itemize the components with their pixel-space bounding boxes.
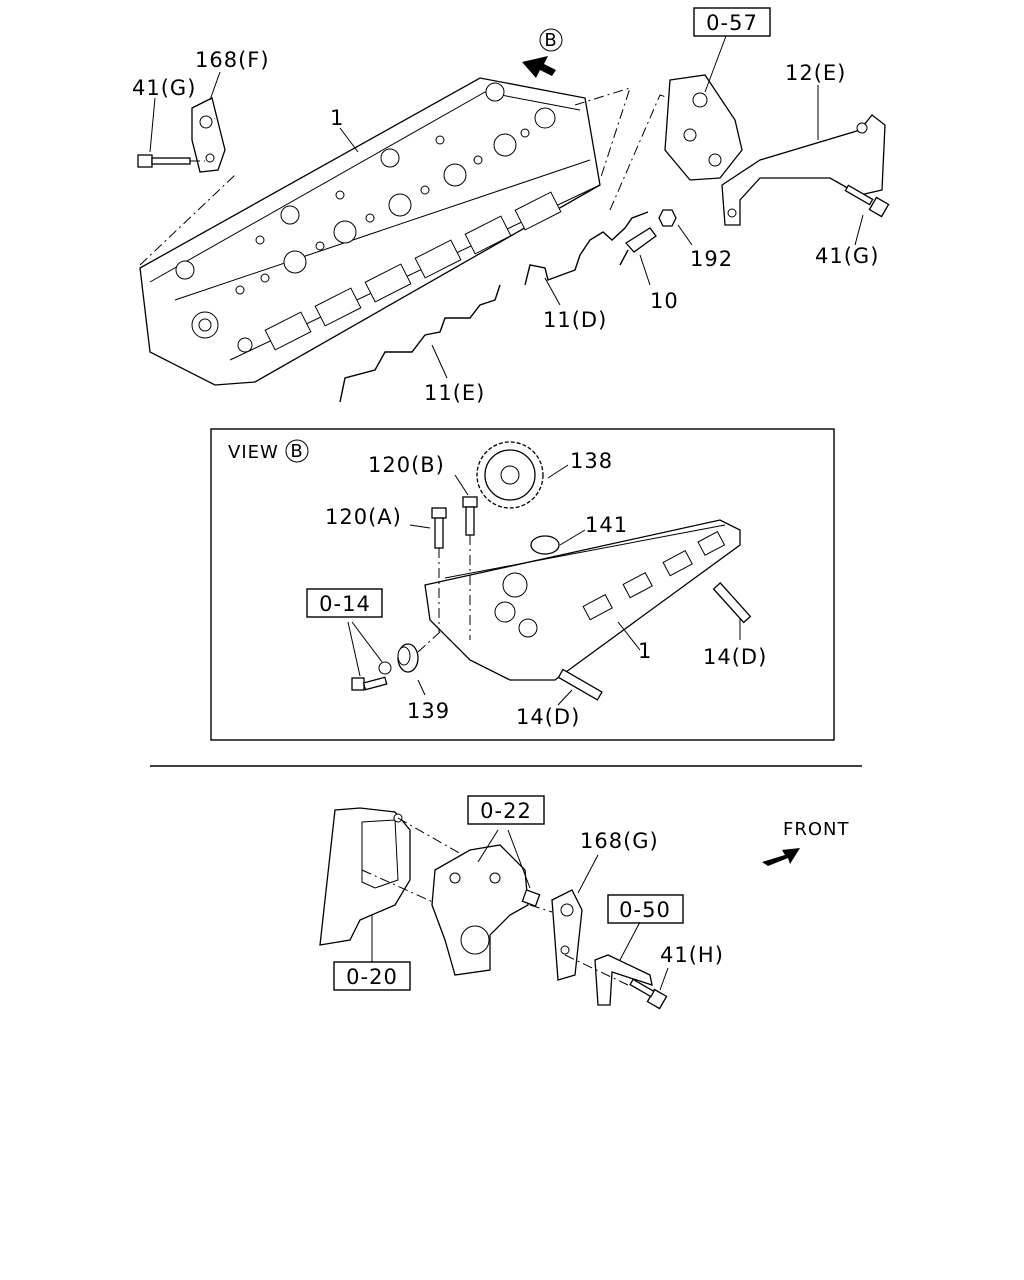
head-bolt-holes — [235, 128, 530, 295]
label-11e: 11(E) — [424, 381, 485, 405]
cam-journals — [175, 82, 556, 353]
gear-138 — [476, 441, 569, 509]
label-12e: 12(E) — [785, 61, 846, 85]
label-0-20: 0-20 — [346, 965, 398, 989]
sleeve-10 — [619, 227, 657, 286]
bolt-41h — [564, 954, 669, 1010]
ref-box-0-20 — [333, 961, 411, 991]
label-14d-bottom: 14(D) — [516, 705, 580, 729]
label-41h: 41(H) — [660, 943, 724, 967]
label-11d: 11(D) — [543, 308, 607, 332]
stud-14d-bottom — [557, 668, 603, 706]
view-b-arrow: B — [522, 28, 563, 78]
engine-hanger-0-57 — [664, 35, 743, 181]
label-141: 141 — [585, 513, 628, 537]
bolt-0-14 — [347, 621, 392, 691]
exhaust-ports — [264, 191, 562, 351]
front-arrow — [762, 848, 800, 866]
hanger-0-22 — [431, 829, 541, 976]
label-168g: 168(G) — [580, 829, 659, 853]
label-1-view: 1 — [638, 639, 652, 663]
plug-141 — [530, 529, 586, 555]
label-120b: 120(B) — [368, 453, 445, 477]
view-b-frame — [210, 428, 835, 741]
bolt-41g-right — [844, 184, 890, 246]
label-139: 139 — [407, 699, 450, 723]
bolt-120a — [409, 507, 447, 632]
bracket-0-50 — [594, 921, 653, 1006]
label-front: FRONT — [783, 819, 850, 840]
label-192: 192 — [690, 247, 733, 271]
bracket-12e — [721, 85, 886, 226]
bolt-120b — [454, 474, 478, 640]
label-0-14: 0-14 — [319, 592, 371, 616]
ref-box-0-57 — [693, 7, 771, 37]
ref-box-0-22 — [467, 795, 545, 825]
stud-14d-right — [712, 582, 752, 640]
label-120a: 120(A) — [325, 505, 402, 529]
label-0-57: 0-57 — [706, 11, 758, 35]
pipe-11e — [339, 284, 501, 403]
view-b-label: VIEW — [228, 442, 279, 463]
label-14d-right: 14(D) — [703, 645, 767, 669]
ref-box-0-50 — [607, 894, 684, 924]
label-0-50: 0-50 — [619, 898, 671, 922]
label-0-22: 0-22 — [480, 799, 532, 823]
view-b-marker: B — [290, 441, 303, 462]
bolt-41g-left — [137, 97, 205, 168]
pipe-11d — [524, 211, 649, 306]
bracket-168g — [529, 854, 599, 981]
nut-192 — [658, 209, 693, 246]
label-138: 138 — [570, 449, 613, 473]
label-168f: 168(F) — [195, 48, 270, 72]
cylinder-head-top — [139, 77, 601, 386]
ref-box-0-14 — [306, 588, 383, 618]
label-1-top: 1 — [330, 106, 344, 130]
cylinder-head-view-b — [424, 519, 741, 681]
marker-b-top: B — [544, 30, 557, 51]
label-10: 10 — [650, 289, 679, 313]
label-41g-left: 41(G) — [132, 76, 196, 100]
bushing-139 — [397, 631, 441, 696]
label-41g-right: 41(G) — [815, 244, 879, 268]
view-b-title: VIEW B — [228, 439, 309, 463]
bracket-168f — [191, 71, 226, 173]
